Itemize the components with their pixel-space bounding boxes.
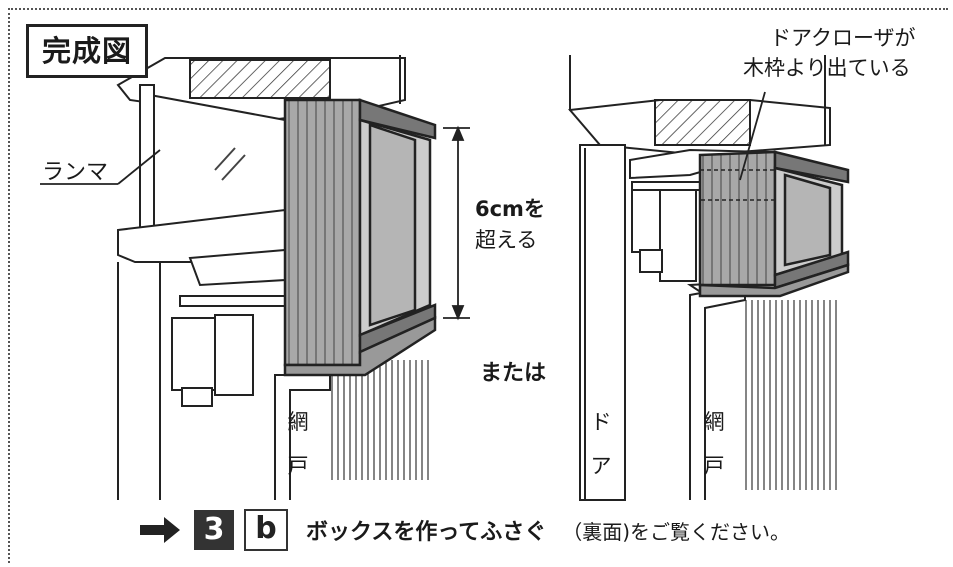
right-frame-structure <box>568 55 840 501</box>
right-arrow-icon <box>140 517 180 543</box>
page-title: 完成図 <box>26 24 148 78</box>
screen-door-label-right: 網 戸 <box>702 400 726 488</box>
reference-note: （裏面)をご覧ください。 <box>562 519 791 544</box>
screen-char-1: 網 <box>703 410 725 434</box>
step-letter-badge: b <box>244 509 288 551</box>
closer-pointer-line <box>739 91 766 181</box>
dimension-label-line2: 超える <box>475 228 538 252</box>
screen-door-label-left: 網 戸 <box>286 400 310 488</box>
screen-char-2: 戸 <box>703 454 725 478</box>
door-char-2: ア <box>590 454 612 478</box>
dimension-arrow <box>443 125 470 321</box>
ranma-label: ランマ <box>42 160 109 185</box>
screen-char-2: 戸 <box>287 454 309 478</box>
left-box-cover <box>283 98 437 377</box>
closer-label-line1: ドアクローザが <box>770 26 916 50</box>
ranma-pointer-diagonal <box>117 149 161 185</box>
dimension-label-line1: 6cmを <box>475 197 545 221</box>
step-title: ボックスを作ってふさぐ <box>306 520 547 545</box>
door-label: ド ア <box>589 400 613 488</box>
door-char-1: ド <box>590 410 612 434</box>
or-label: または <box>480 361 547 386</box>
diagram-frame <box>8 8 948 563</box>
closer-label-line2: 木枠より出ている <box>743 56 911 80</box>
step-number-badge: 3 <box>194 510 234 550</box>
screen-char-1: 網 <box>287 410 309 434</box>
right-box-cover <box>698 150 850 298</box>
reference-line: 3 b ボックスを作ってふさぐ （裏面)をご覧ください。 <box>140 508 790 552</box>
